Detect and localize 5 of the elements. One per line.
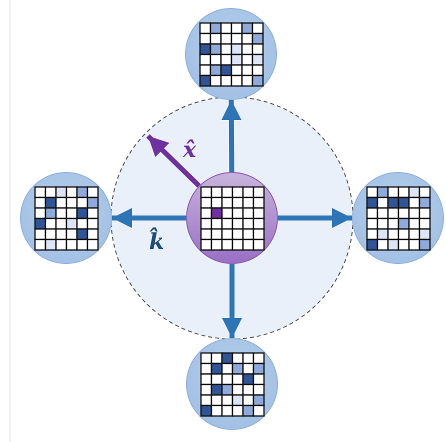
arrow — [146, 134, 201, 188]
arrow — [278, 208, 352, 228]
arrow — [112, 208, 186, 228]
arrow — [221, 100, 242, 172]
arrow — [222, 264, 242, 338]
